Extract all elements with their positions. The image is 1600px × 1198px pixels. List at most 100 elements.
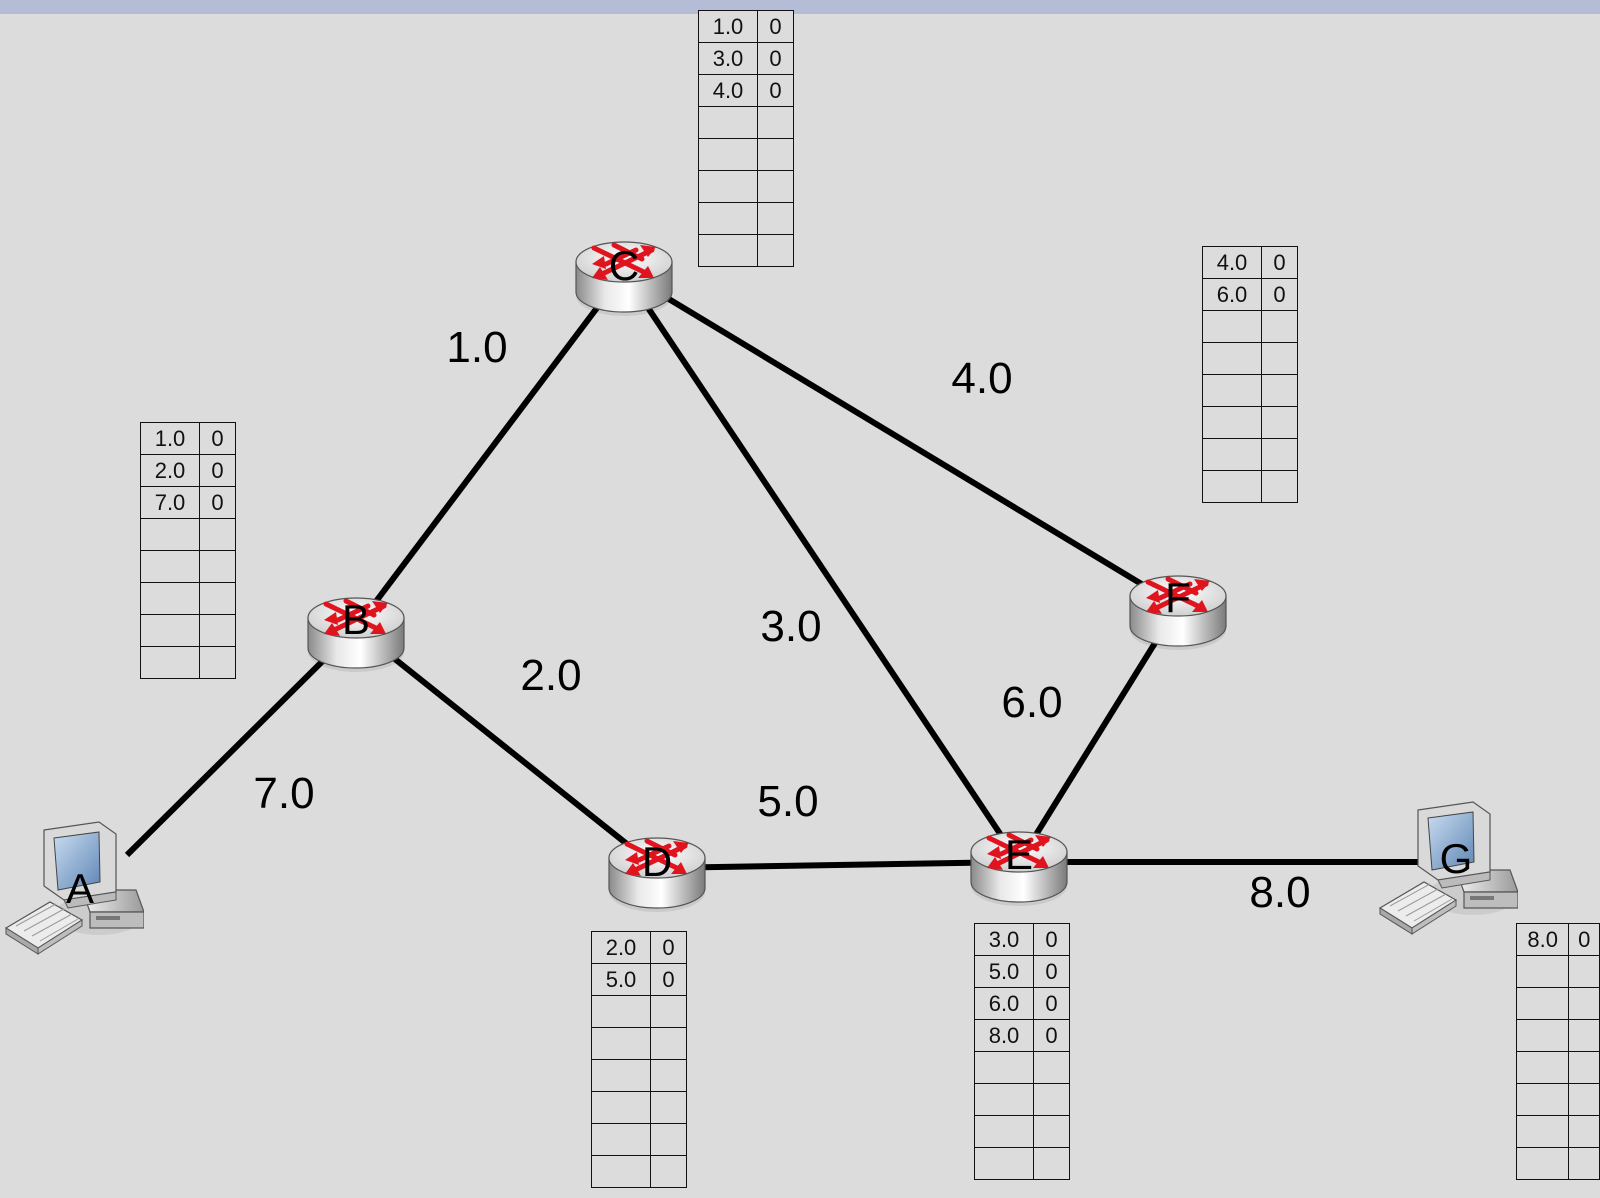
table-row	[698, 106, 794, 139]
link-labels-layer: 7.01.02.03.04.05.06.08.0	[253, 323, 1310, 917]
node-label-g: G	[1440, 835, 1473, 882]
link-cost-label-d-e: 5.0	[757, 777, 818, 826]
table-row	[591, 1155, 687, 1188]
node-label-c: C	[609, 242, 639, 289]
table-row	[1515, 1019, 1600, 1052]
cost-cell	[698, 234, 758, 267]
value-cell	[199, 518, 236, 551]
value-cell	[199, 646, 236, 679]
computer-a[interactable]: A	[5, 821, 144, 955]
cost-cell	[1202, 470, 1262, 503]
cost-cell	[1202, 342, 1262, 375]
cost-cell	[1515, 987, 1570, 1020]
value-cell: 0	[199, 454, 236, 487]
cost-cell	[140, 646, 200, 679]
table-row	[591, 1123, 687, 1156]
value-cell: 0	[1033, 955, 1070, 988]
cost-cell	[1202, 310, 1262, 343]
value-cell	[1261, 342, 1298, 375]
cost-cell	[591, 1123, 651, 1156]
value-cell	[1568, 987, 1600, 1020]
link-cost-label-c-f: 4.0	[951, 354, 1012, 403]
cost-cell: 5.0	[974, 955, 1034, 988]
table-row	[1202, 438, 1298, 471]
link-cost-label-e-g: 8.0	[1249, 868, 1310, 917]
table-row	[1202, 470, 1298, 503]
table-row	[591, 995, 687, 1028]
cost-cell	[1515, 1083, 1570, 1116]
router-d[interactable]: D	[609, 838, 705, 912]
router-b[interactable]: B	[308, 596, 404, 672]
value-cell: 0	[650, 963, 687, 996]
table-row	[140, 614, 236, 647]
cost-cell: 2.0	[591, 931, 651, 964]
value-cell: 0	[1261, 278, 1298, 311]
cost-cell	[698, 106, 758, 139]
table-row	[1202, 374, 1298, 407]
table-row	[1515, 1147, 1600, 1180]
cost-cell	[974, 1051, 1034, 1084]
cost-cell	[974, 1083, 1034, 1116]
value-cell: 0	[1261, 246, 1298, 279]
link-cost-label-c-e: 3.0	[760, 602, 821, 651]
value-cell	[757, 138, 794, 171]
value-cell	[757, 170, 794, 203]
value-cell	[650, 995, 687, 1028]
cost-cell: 3.0	[974, 923, 1034, 956]
cost-cell	[140, 582, 200, 615]
router-c[interactable]: C	[576, 242, 672, 316]
nodes-layer: A B C D E F G	[5, 242, 1518, 955]
cost-cell	[140, 518, 200, 551]
cost-cell	[974, 1147, 1034, 1180]
cost-cell	[698, 138, 758, 171]
table-row	[974, 1115, 1070, 1148]
value-cell	[757, 202, 794, 235]
router-e[interactable]: E	[971, 831, 1067, 906]
value-cell	[1568, 1051, 1600, 1084]
value-cell	[757, 234, 794, 267]
table-row	[698, 234, 794, 267]
value-cell: 0	[757, 10, 794, 43]
value-cell	[199, 550, 236, 583]
value-cell	[199, 614, 236, 647]
table-row	[1202, 406, 1298, 439]
table-row	[1202, 310, 1298, 343]
cost-cell	[1515, 1051, 1570, 1084]
value-cell	[1568, 1147, 1600, 1180]
table-row	[1515, 1083, 1600, 1116]
top-bar	[0, 0, 1600, 14]
cost-cell: 6.0	[1202, 278, 1262, 311]
value-cell	[1261, 470, 1298, 503]
value-cell	[1261, 438, 1298, 471]
cost-cell	[140, 550, 200, 583]
link-cost-label-e-f: 6.0	[1001, 678, 1062, 727]
computer-g[interactable]: G	[1379, 801, 1518, 935]
value-cell	[650, 1155, 687, 1188]
cost-cell	[591, 1091, 651, 1124]
cost-cell	[1515, 1115, 1570, 1148]
cost-cell: 1.0	[140, 422, 200, 455]
table-row	[974, 1147, 1070, 1180]
value-cell	[1033, 1115, 1070, 1148]
cost-cell: 2.0	[140, 454, 200, 487]
value-cell	[1568, 1115, 1600, 1148]
cost-cell: 7.0	[140, 486, 200, 519]
table-row	[1515, 1115, 1600, 1148]
cost-cell	[698, 170, 758, 203]
table-row	[140, 518, 236, 551]
router-f[interactable]: F	[1130, 574, 1226, 650]
cost-cell	[140, 614, 200, 647]
value-cell	[650, 1123, 687, 1156]
table-row	[1515, 1051, 1600, 1084]
link-e-f	[1016, 604, 1181, 864]
table-row	[140, 646, 236, 679]
value-cell	[1261, 374, 1298, 407]
